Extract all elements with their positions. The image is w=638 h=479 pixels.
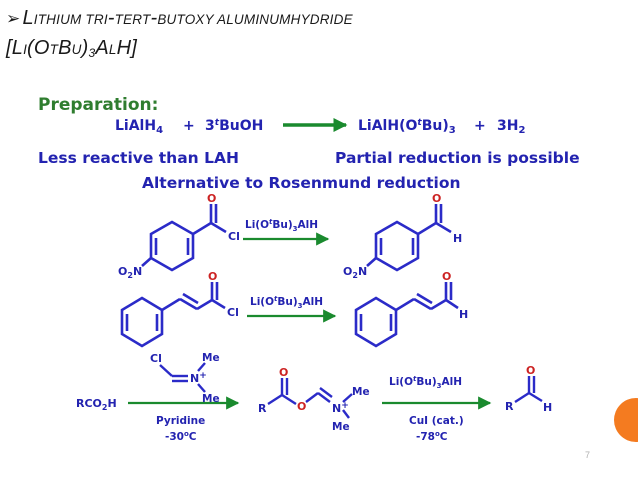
o2n-1: O2N: [118, 265, 142, 280]
reagent-1: Li(OtBu)3AlH: [245, 218, 318, 233]
title-line-2: [LI(OTBU)3ALH]: [6, 37, 138, 60]
r-1: R: [258, 402, 267, 415]
me-1: Me: [202, 352, 220, 364]
me-3: Me: [352, 386, 370, 398]
cl-1: Cl: [228, 230, 240, 243]
note-rosenmund: Alternative to Rosenmund reduction: [142, 174, 461, 192]
plus-sign-2: +: [474, 118, 486, 134]
oxygen-5: O: [279, 366, 288, 379]
cl-3: Cl: [150, 352, 162, 365]
temp-1: -30oC: [165, 430, 197, 443]
product-h2: 3H2: [497, 118, 525, 136]
h-2: H: [459, 308, 468, 321]
oxygen-4: O: [442, 270, 451, 283]
h-3: H: [543, 401, 552, 414]
reaction-2: O Cl Li(OtBu)3AlH O H: [120, 270, 468, 348]
reaction-3: RCO2H Pyridine -30oC R O O N+ Me Me: [76, 364, 552, 443]
r-2: R: [505, 400, 514, 413]
oxygen-3: O: [208, 270, 217, 283]
oxygen-7: O: [526, 364, 535, 377]
preparation-label: Preparation:: [38, 95, 158, 115]
n-plus-1: N+: [190, 371, 207, 385]
h-1: H: [453, 232, 462, 245]
oxygen-6: O: [297, 400, 306, 413]
note-less-reactive: Less reactive than LAH: [38, 149, 239, 167]
reactant-lialh4: LiAlH4: [115, 118, 163, 136]
slide-title: ➢LITHIUM TRI-TERT-BUTOXY ALUMINUMHYDRIDE…: [6, 4, 606, 68]
vilsmeier-reagent: Cl N+ Me Me: [150, 352, 220, 405]
plus-sign-1: +: [183, 118, 195, 134]
pyridine: Pyridine: [156, 415, 205, 427]
title-line-1: ➢LITHIUM TRI-TERT-BUTOXY ALUMINUMHYDRIDE: [6, 4, 606, 34]
cui-catalyst: CuI (cat.): [409, 415, 464, 427]
product-lialh-otbu3: LiAlH(OtBu)3: [358, 118, 456, 136]
reagent-3: Li(OtBu)3AlH: [389, 375, 462, 390]
reaction-1: O Cl O2N Li(OtBu)3AlH O H O2N: [118, 192, 462, 280]
reaction-scheme: Preparation: LiAlH4 + 3tBuOH LiAlH(OtBu)…: [38, 95, 580, 443]
reactant-tbuoh: 3tBuOH: [205, 118, 263, 134]
arrow-bullet-icon: ➢: [6, 9, 21, 28]
o2n-2: O2N: [343, 265, 367, 280]
temp-2: -78oC: [416, 430, 448, 443]
reagent-2: Li(OtBu)3AlH: [250, 295, 323, 310]
oxygen-2: O: [432, 192, 441, 205]
slide-number: 7: [585, 450, 591, 460]
note-partial-reduction: Partial reduction is possible: [335, 149, 580, 167]
me-4: Me: [332, 421, 350, 433]
cl-2: Cl: [227, 306, 239, 319]
title-text-1: LITHIUM TRI-TERT-BUTOXY ALUMINUMHYDRIDE: [22, 7, 353, 29]
oxygen-1: O: [207, 192, 216, 205]
rco2h: RCO2H: [76, 397, 117, 412]
